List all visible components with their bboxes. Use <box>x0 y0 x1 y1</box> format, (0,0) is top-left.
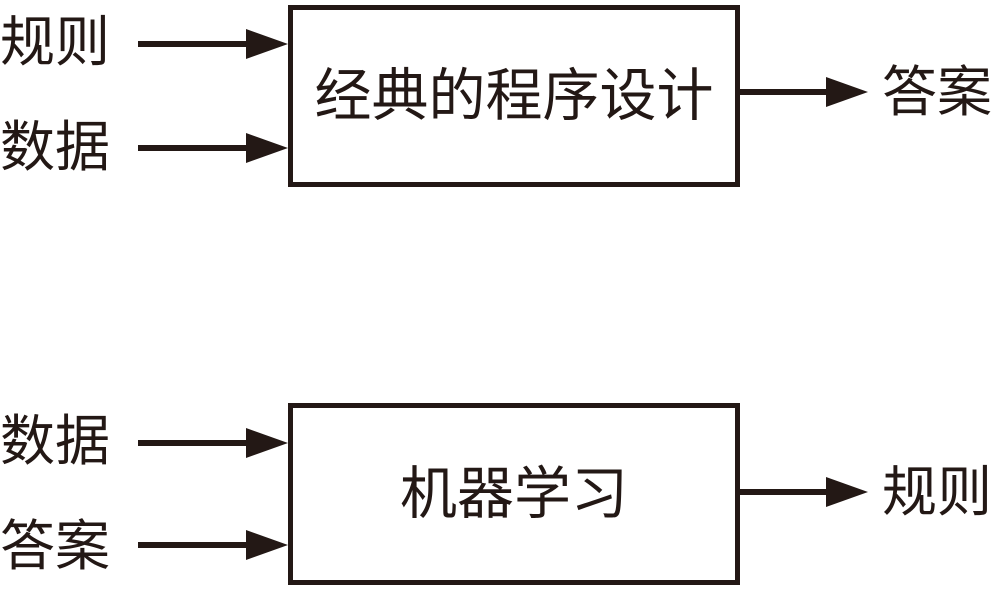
output-label-rules: 规则 <box>882 462 993 523</box>
process-box-label: 经典的程序设计 <box>314 64 714 128</box>
input-label-data: 数据 <box>0 411 111 472</box>
arrow-shaft <box>740 489 826 495</box>
arrow-shaft <box>138 542 246 548</box>
arrow-shaft <box>138 41 246 47</box>
input-label-rules: 规则 <box>0 12 111 73</box>
right-arrow-icon <box>740 477 868 507</box>
process-box-machine-learning: 机器学习 <box>288 403 740 585</box>
process-box-label: 机器学习 <box>400 462 628 526</box>
arrow-shaft <box>740 89 826 95</box>
right-arrow-icon <box>740 77 868 107</box>
arrow-head <box>246 29 288 59</box>
arrow-shaft <box>138 145 246 151</box>
arrow-head <box>826 477 868 507</box>
right-arrow-icon <box>138 29 288 59</box>
arrow-shaft <box>138 440 246 446</box>
right-arrow-icon <box>138 133 288 163</box>
arrow-head <box>246 428 288 458</box>
arrow-head <box>246 530 288 560</box>
input-label-answers: 答案 <box>0 516 111 577</box>
output-label-answers: 答案 <box>882 62 993 123</box>
right-arrow-icon <box>138 428 288 458</box>
arrow-head <box>826 77 868 107</box>
input-label-data: 数据 <box>0 117 111 178</box>
process-box-classic-programming: 经典的程序设计 <box>288 5 740 187</box>
arrow-head <box>246 133 288 163</box>
right-arrow-icon <box>138 530 288 560</box>
